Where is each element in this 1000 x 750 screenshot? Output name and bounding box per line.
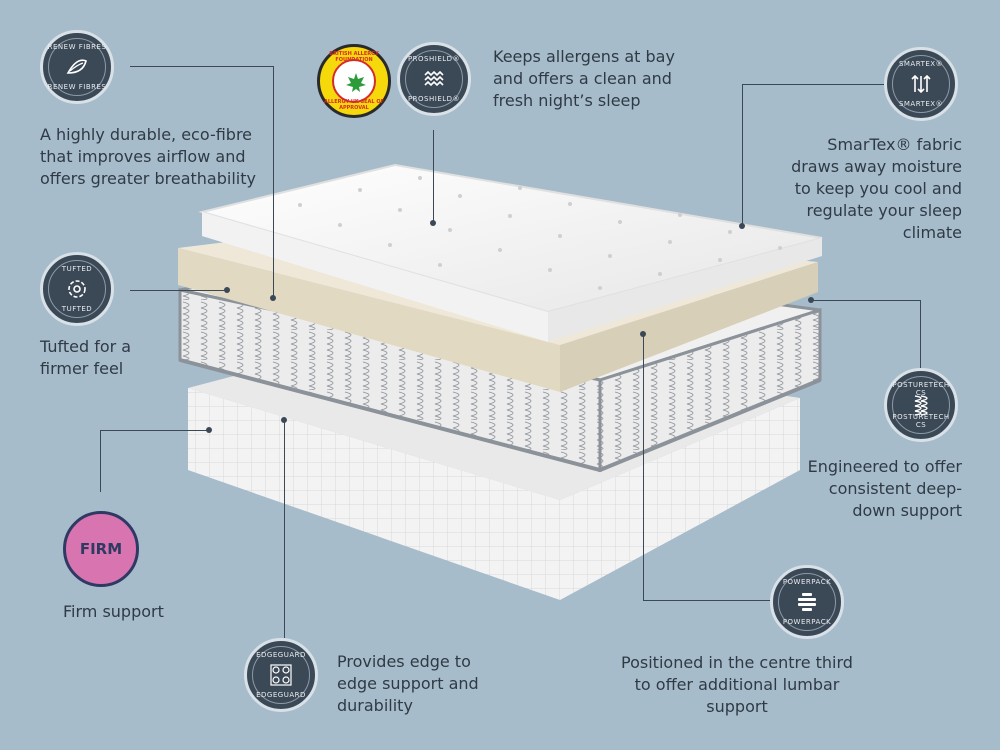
leader-dot [808, 297, 814, 303]
powerpack-description: Positioned in the centre third to offer … [621, 653, 853, 716]
leader-dot [270, 295, 276, 301]
stacked-layers-icon [798, 593, 816, 611]
coil-spring-icon [914, 395, 928, 416]
firm-description: Firm support [63, 602, 164, 621]
leader-line [130, 290, 228, 291]
allergy-seal-top-text: BRITISH ALLERGY FOUNDATION [329, 51, 379, 63]
leader-line [284, 420, 285, 638]
leader-dot [640, 331, 646, 337]
allergy-seal-bottom-text: ALLERGY UK SEAL OF APPROVAL [323, 99, 385, 111]
leader-line [130, 66, 274, 67]
leader-line [643, 600, 771, 601]
woven-fabric-icon [424, 70, 444, 87]
tufted-description: Tufted for a firmer feel [40, 337, 132, 378]
renew-fibres-badge: RENEW FIBRES RENEW FIBRES [40, 30, 114, 104]
leader-line [742, 84, 743, 226]
leader-line [100, 430, 210, 431]
smartex-description: SmarTex® fabric draws away moisture to k… [791, 135, 962, 242]
tufted-badge: TUFTED TUFTED [40, 252, 114, 326]
leader-line [742, 84, 884, 85]
powerpack-badge: POWERPACK POWERPACK [770, 565, 844, 639]
maple-leaf-icon [346, 73, 366, 92]
leader-dot [224, 287, 230, 293]
spring-grid-icon [270, 664, 292, 686]
leader-dot [739, 223, 745, 229]
leader-line [643, 334, 644, 600]
leader-line [100, 430, 101, 492]
posturetech-description: Engineered to offer consistent deep-down… [807, 457, 962, 520]
leader-dot [430, 220, 436, 226]
tuft-flower-icon [68, 280, 86, 298]
leader-line [433, 130, 434, 224]
leader-line [273, 66, 274, 298]
allergy-foundation-seal: BRITISH ALLERGY FOUNDATION ALLERGY UK SE… [317, 44, 391, 118]
airflow-arrows-icon [911, 74, 931, 94]
leader-line [920, 300, 921, 368]
renew-fibres-description: A highly durable, eco-fibre that improve… [40, 125, 256, 188]
leaf-fibre-icon [66, 59, 87, 74]
proshield-description: Keeps allergens at bay and offers a clea… [493, 47, 675, 110]
leader-dot [281, 417, 287, 423]
proshield-badge: PROSHIELD® PROSHIELD® [397, 42, 471, 116]
edgeguard-badge: EDGEGUARD EDGEGUARD [244, 638, 318, 712]
posturetech-badge: POSTURETECH CS POSTURETECH CS [884, 368, 958, 442]
edgeguard-description: Provides edge to edge support and durabi… [337, 652, 479, 715]
firm-badge: FIRM [63, 511, 139, 587]
leader-line [812, 300, 920, 301]
leader-dot [206, 427, 212, 433]
smartex-badge: SMARTEX® SMARTEX® [884, 47, 958, 121]
